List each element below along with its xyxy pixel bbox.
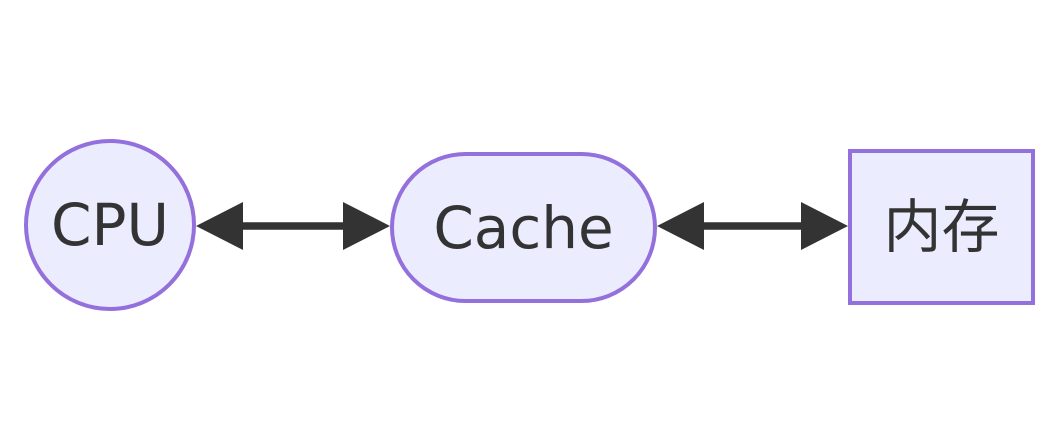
edge-cache-memory — [657, 202, 848, 250]
edge-cpu-cache — [196, 202, 390, 250]
node-cache-label: Cache — [433, 193, 614, 262]
node-memory-label: 内存 — [883, 193, 1000, 261]
node-cpu-label: CPU — [51, 191, 169, 259]
node-cache: Cache — [390, 152, 657, 303]
arrowhead-right-icon — [801, 202, 848, 250]
arrowhead-right-icon — [343, 202, 390, 250]
arrowhead-left-icon — [657, 202, 704, 250]
node-cpu: CPU — [24, 139, 196, 311]
arrowhead-left-icon — [196, 202, 243, 250]
node-memory: 内存 — [848, 149, 1035, 305]
